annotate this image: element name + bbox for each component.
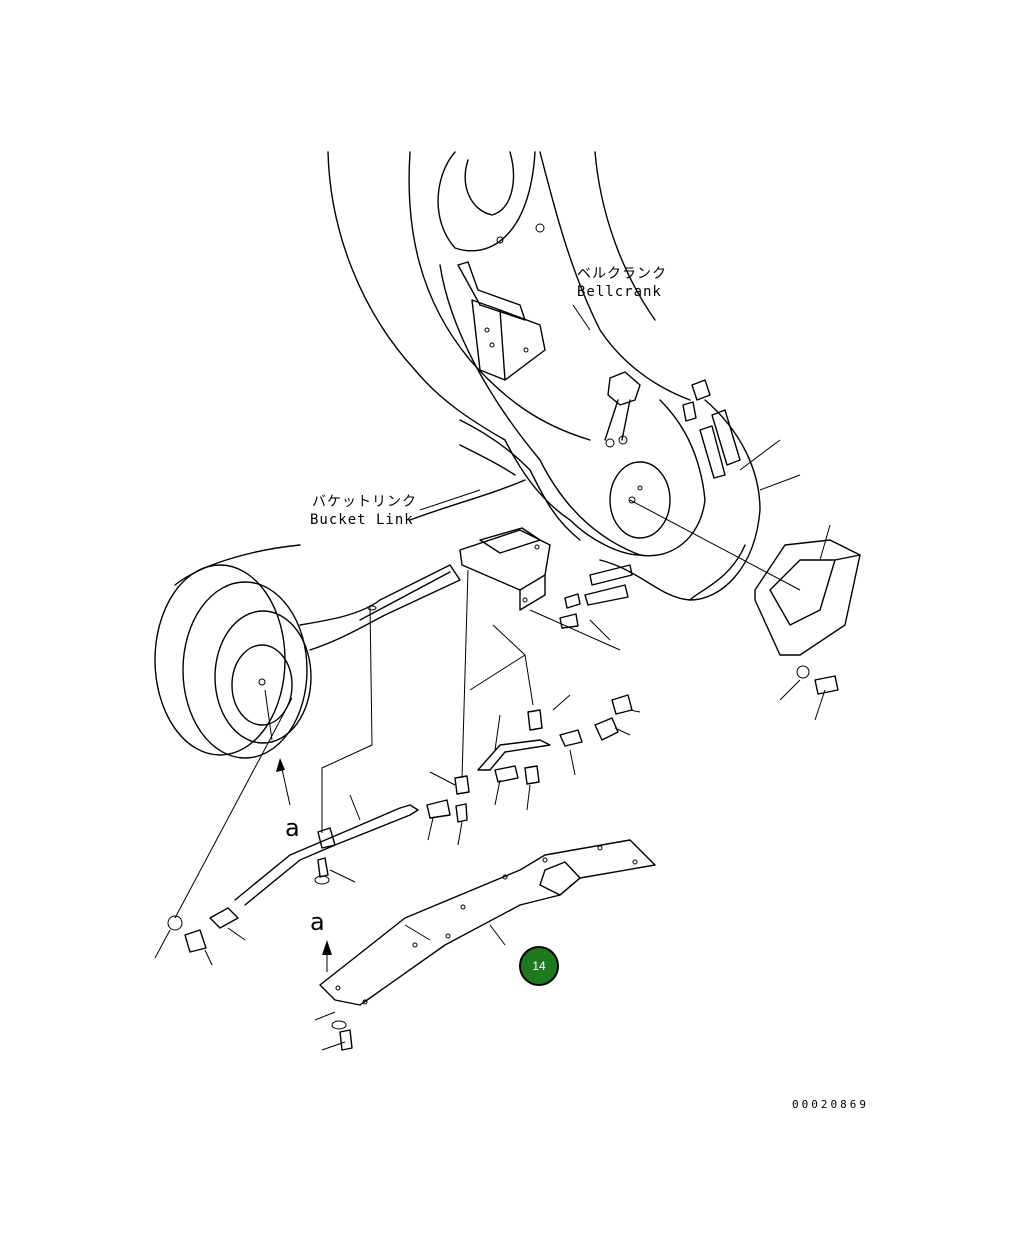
bellcrank-label-en: Bellcrank	[577, 284, 662, 300]
bucket-link-label-en: Bucket Link	[310, 512, 414, 528]
middle-pipes	[426, 694, 633, 823]
bellcrank-body	[439, 223, 761, 601]
boom-outline	[327, 151, 691, 441]
callout-14-circle	[519, 946, 559, 986]
callout-14-number: 14	[532, 959, 546, 973]
left-pipe	[167, 804, 419, 953]
drawing-number: 00020869	[792, 1098, 869, 1111]
view-a-label-lower: a	[310, 908, 325, 936]
view-arrow-upper	[276, 758, 291, 806]
callout-14[interactable]: 14	[519, 946, 559, 986]
bucket-link	[154, 419, 581, 759]
view-arrow-lower	[322, 940, 332, 972]
bellcrank-label-jp: ベルクランク	[577, 266, 667, 282]
view-a-label-upper: a	[285, 814, 300, 842]
bucket-link-label-jp: バケットリンク	[312, 494, 417, 510]
leader-lines	[154, 304, 831, 1051]
right-fittings	[559, 379, 741, 629]
lower-guard-plate	[319, 839, 656, 1051]
center-bracket	[459, 527, 551, 611]
right-guard	[754, 539, 861, 695]
